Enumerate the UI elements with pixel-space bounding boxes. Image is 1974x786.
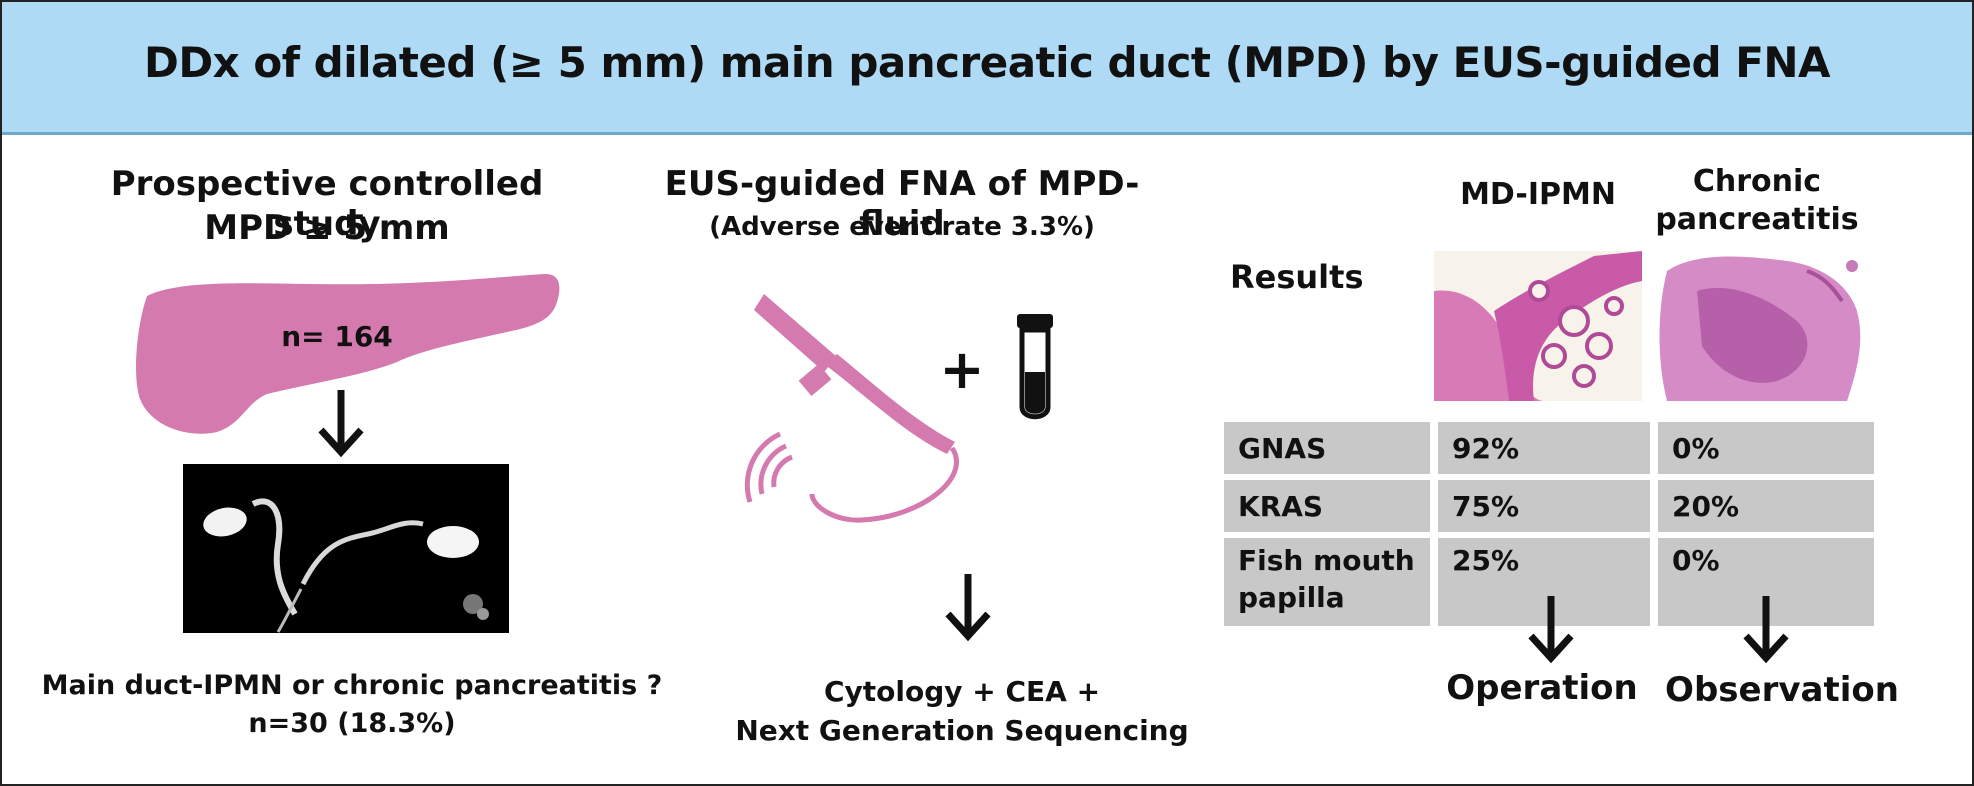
results-label: Results — [1230, 258, 1364, 296]
gnas-ipmn-value: 92% — [1438, 422, 1650, 474]
analysis-line1: Cytology + CEA + — [823, 675, 1101, 708]
row-label-fish-mouth-papilla: Fish mouth papilla — [1224, 538, 1430, 626]
fish-mouth-label-line2: papilla — [1238, 581, 1345, 614]
md-ipmn-header: MD-IPMN — [1460, 177, 1616, 212]
pancreas-icon — [136, 273, 560, 434]
study-heading: Prospective controlled study — [110, 164, 544, 244]
down-arrow-icon — [318, 390, 364, 458]
md-ipmn-histology-image — [1434, 251, 1642, 401]
fish-mouth-ipmn-value: 25% — [1438, 538, 1650, 626]
analysis-line2: Next Generation Sequencing — [735, 714, 1189, 747]
down-arrow-icon — [1528, 596, 1574, 664]
outcome-observation: Observation — [1665, 670, 1899, 710]
gnas-cp-value: 0% — [1658, 422, 1874, 474]
endoscope-icon — [744, 294, 959, 523]
outcome-operation: Operation — [1446, 668, 1638, 708]
adverse-event-rate: (Adverse event rate 3.3%) — [709, 212, 1095, 242]
pancreas-count-label: n= 164 — [281, 320, 393, 353]
chronic-pancreatitis-header-line2: pancreatitis — [1655, 202, 1859, 237]
mpd-criterion: MPD ≥ 5 mm — [204, 208, 450, 248]
kras-cp-value: 20% — [1658, 480, 1874, 532]
fish-mouth-cp-value: 0% — [1658, 538, 1874, 626]
chronic-pancreatitis-header-line1: Chronic — [1692, 164, 1822, 199]
fish-mouth-label-line1: Fish mouth — [1238, 544, 1415, 577]
title-banner: DDx of dilated (≥ 5 mm) main pancreatic … — [2, 2, 1972, 135]
mrcp-image — [183, 464, 509, 633]
chronic-pancreatitis-histology-image — [1657, 251, 1865, 401]
figure-title: DDx of dilated (≥ 5 mm) main pancreatic … — [143, 38, 1831, 87]
test-tube-icon — [1017, 314, 1053, 420]
row-label-gnas: GNAS — [1224, 422, 1430, 474]
subgroup-count: n=30 (18.3%) — [248, 708, 456, 739]
row-label-kras: KRAS — [1224, 480, 1430, 532]
down-arrow-icon — [1743, 596, 1789, 664]
method-heading: EUS-guided FNA of MPD-fluid — [664, 164, 1140, 244]
down-arrow-icon — [945, 574, 991, 642]
kras-ipmn-value: 75% — [1438, 480, 1650, 532]
study-conclusion: Main duct-IPMN or chronic pancreatitis ? — [41, 670, 663, 701]
plus-sign: + — [939, 338, 985, 401]
